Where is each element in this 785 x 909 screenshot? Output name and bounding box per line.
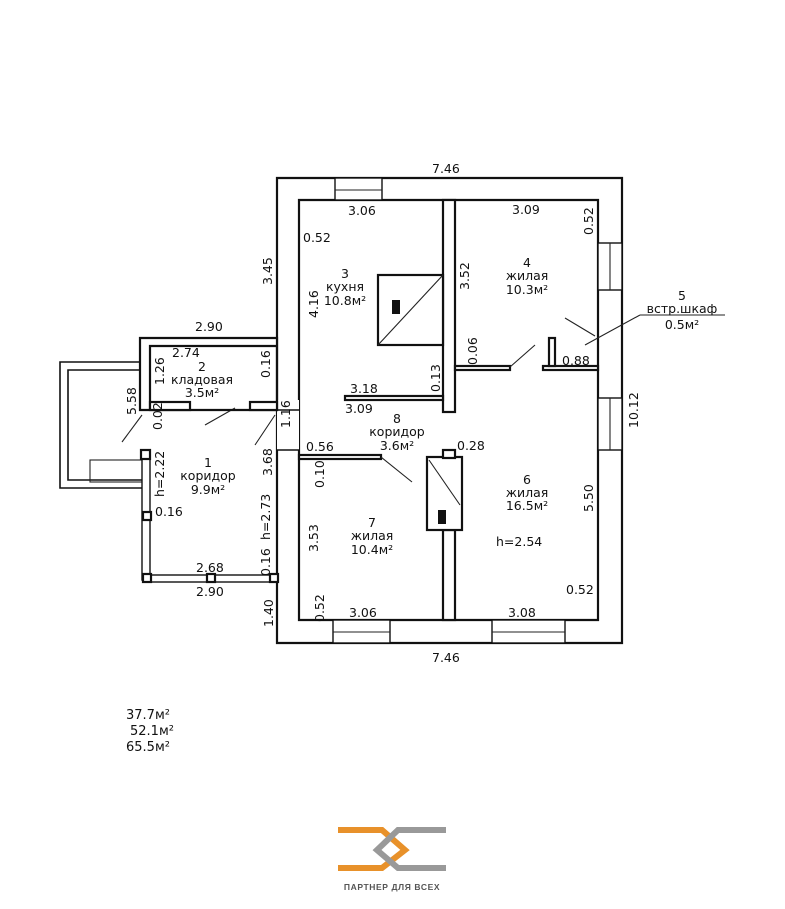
svg-text:коридор: коридор [369,424,425,439]
svg-text:1.26: 1.26 [152,357,167,385]
door-lines [121,314,725,483]
svg-text:2.90: 2.90 [196,584,224,599]
svg-text:0.10: 0.10 [312,460,327,488]
svg-text:3.6м²: 3.6м² [380,438,414,453]
room-5-label: 5 встр.шкаф 0.5м² [647,288,718,332]
svg-text:жилая: жилая [351,528,394,543]
svg-text:10.4м²: 10.4м² [351,542,393,557]
svg-text:3: 3 [341,266,349,281]
interior-walls [277,198,600,622]
svg-text:0.56: 0.56 [306,439,334,454]
svg-text:2.68: 2.68 [196,560,224,575]
storage-walls [138,336,279,412]
room-6-label: 6 жилая 16.5м² [506,472,549,513]
svg-text:0.5м²: 0.5м² [665,317,699,332]
svg-text:встр.шкаф: встр.шкаф [647,301,718,316]
svg-text:4.16: 4.16 [306,290,321,318]
svg-text:3.06: 3.06 [348,203,376,218]
svg-text:9.9м²: 9.9м² [191,482,225,497]
svg-text:37.7м²: 37.7м² [126,708,170,723]
svg-text:3.53: 3.53 [306,524,321,552]
svg-text:0.16: 0.16 [258,350,273,378]
room-3-label: 3 кухня 10.8м² [324,266,366,308]
svg-text:0.52: 0.52 [303,230,331,245]
room-2-label: 2 кладовая 3.5м² [171,359,233,400]
svg-text:16.5м²: 16.5м² [506,498,548,513]
svg-text:1.40: 1.40 [261,599,276,627]
svg-text:h=2.22: h=2.22 [152,451,167,497]
svg-text:5.58: 5.58 [124,387,139,415]
svg-text:0.02: 0.02 [150,402,165,430]
svg-text:6: 6 [523,472,531,487]
svg-text:3.09: 3.09 [345,401,373,416]
svg-text:10.8м²: 10.8м² [324,293,366,308]
svg-text:жилая: жилая [506,268,549,283]
svg-text:кладовая: кладовая [171,372,233,387]
svg-text:0.06: 0.06 [465,337,480,365]
svg-text:7.46: 7.46 [432,161,460,176]
svg-text:65.5м²: 65.5м² [126,740,170,755]
svg-text:3.08: 3.08 [508,605,536,620]
svg-text:2: 2 [198,359,206,374]
dimension-labels: 7.46 7.46 10.12 3.06 0.52 3.45 4.16 3.18… [124,161,641,665]
svg-text:7: 7 [368,515,376,530]
outer-walls [275,176,624,645]
svg-text:1.16: 1.16 [278,400,293,428]
svg-text:0.88: 0.88 [562,353,590,368]
svg-text:коридор: коридор [180,468,236,483]
svg-text:3.45: 3.45 [260,257,275,285]
room-8-label: 8 коридор 3.6м² [369,411,425,453]
svg-text:10.3м²: 10.3м² [506,282,548,297]
room-1-label: 1 коридор 9.9м² [180,455,236,497]
svg-text:5: 5 [678,288,686,303]
svg-text:52.1м²: 52.1м² [130,724,174,739]
room-7-label: 7 жилая 10.4м² [351,515,394,557]
logo-gray-stroke [372,827,446,871]
svg-text:h=2.73: h=2.73 [258,494,273,540]
svg-text:3.18: 3.18 [350,381,378,396]
svg-text:жилая: жилая [506,485,549,500]
svg-text:3.68: 3.68 [260,448,275,476]
svg-text:3.52: 3.52 [457,262,472,290]
area-totals: 37.7м² 52.1м² 65.5м² [126,708,174,755]
room-4-label: 4 жилая 10.3м² [506,255,549,297]
svg-text:0.16: 0.16 [155,504,183,519]
svg-text:10.12: 10.12 [626,392,641,428]
svg-text:0.16: 0.16 [258,548,273,576]
svg-text:0.52: 0.52 [312,594,327,622]
svg-text:8: 8 [393,411,401,426]
svg-text:3.5м²: 3.5м² [185,385,219,400]
svg-text:5.50: 5.50 [581,484,596,512]
svg-text:3.06: 3.06 [349,605,377,620]
svg-text:0.28: 0.28 [457,438,485,453]
windows [332,177,623,644]
svg-text:0.52: 0.52 [566,582,594,597]
svg-text:h=2.54: h=2.54 [496,534,542,549]
svg-text:ПАРТНЕР ДЛЯ ВСЕХ: ПАРТНЕР ДЛЯ ВСЕХ [344,882,440,892]
svg-text:3.09: 3.09 [512,202,540,217]
svg-text:0.52: 0.52 [581,207,596,235]
svg-text:2.90: 2.90 [195,319,223,334]
svg-text:4: 4 [523,255,531,270]
partner-logo: ПАРТНЕР ДЛЯ ВСЕХ [338,827,446,892]
svg-text:1: 1 [204,455,212,470]
svg-text:7.46: 7.46 [432,650,460,665]
svg-text:2.74: 2.74 [172,345,200,360]
corridor-walls [139,448,280,584]
svg-text:0.13: 0.13 [428,364,443,392]
extension-outline [59,361,146,489]
logo-orange-stroke [338,827,410,871]
svg-text:кухня: кухня [326,279,364,294]
